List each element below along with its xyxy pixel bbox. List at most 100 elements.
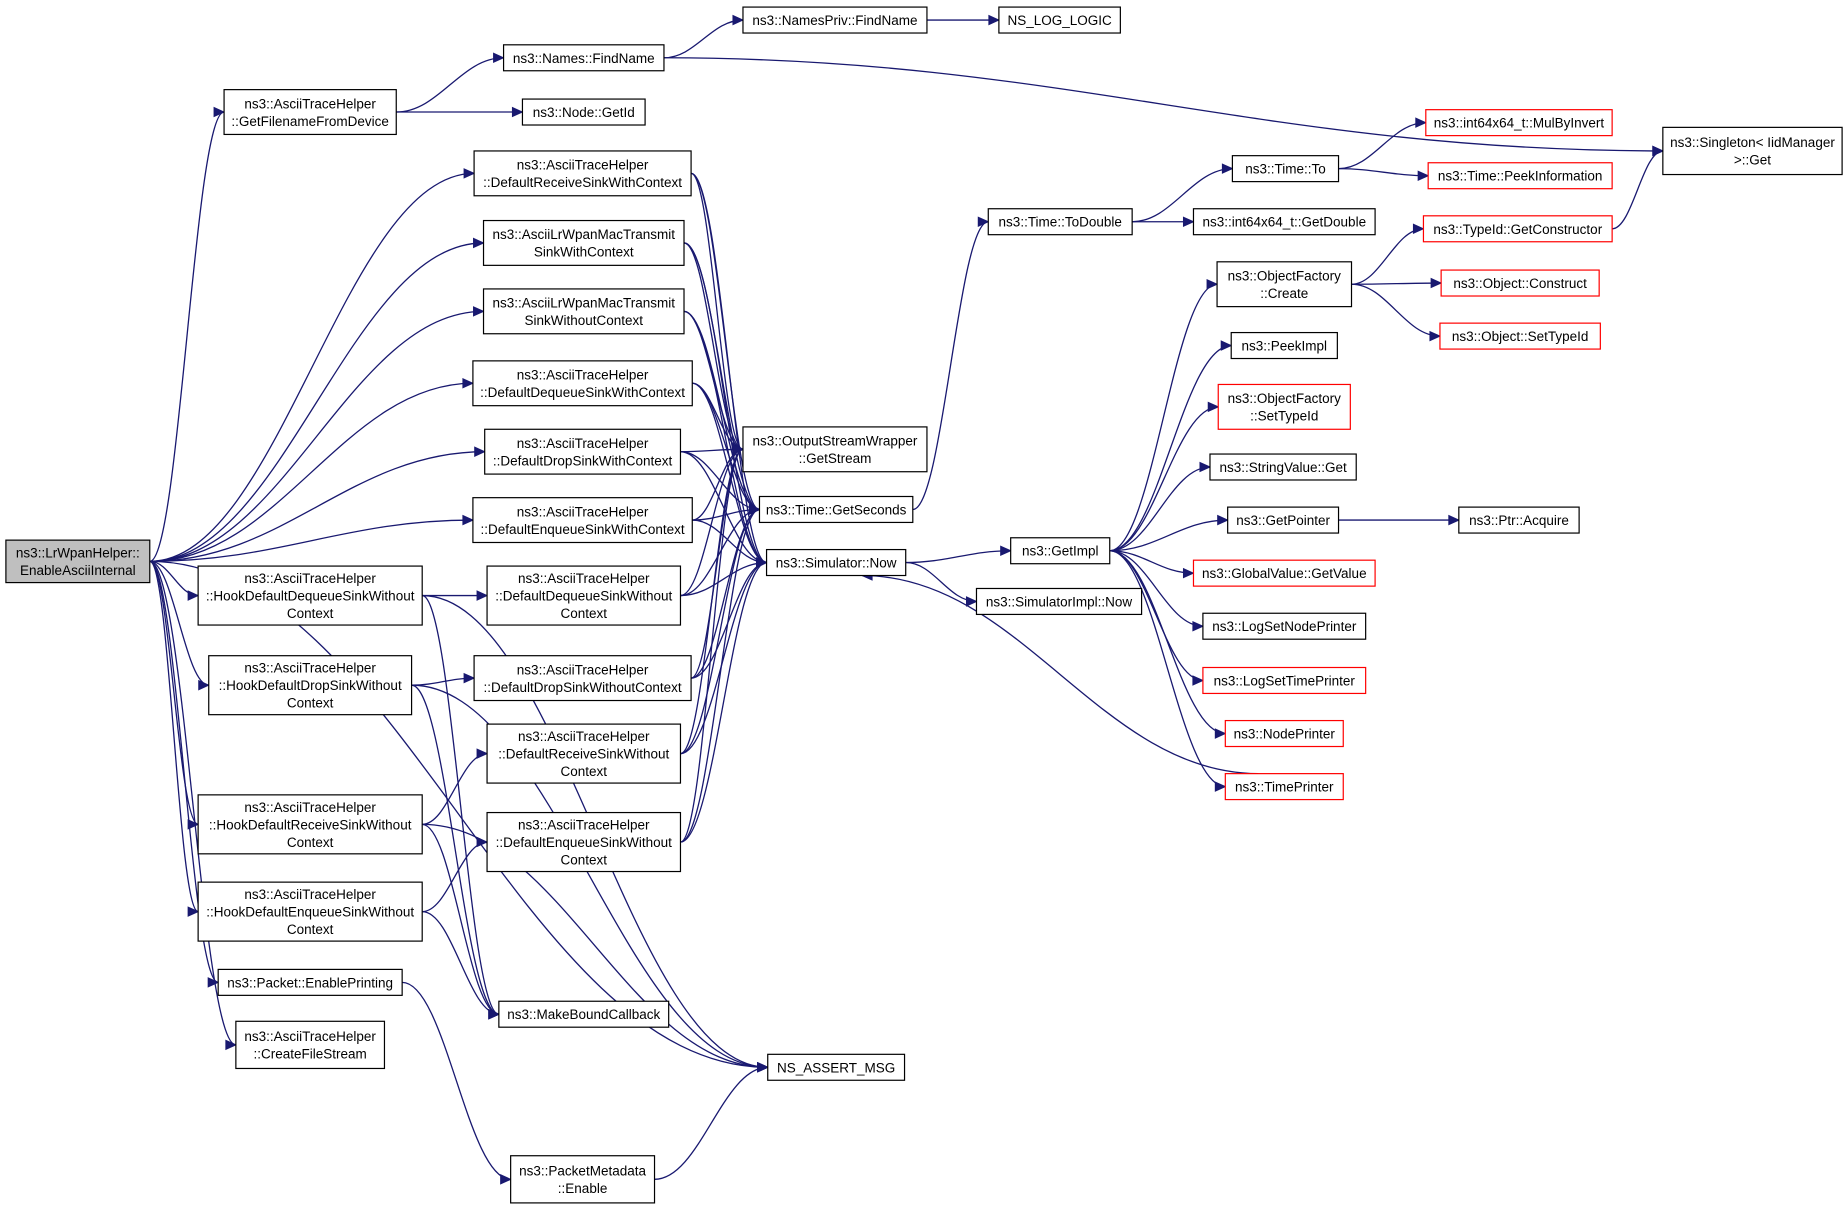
node-box-singletonGet[interactable] [1662,126,1843,176]
function-node-nodeGetId[interactable]: ns3::Node::GetId [521,98,646,126]
node-box-nodeGetId[interactable] [521,98,646,126]
function-node-root[interactable]: ns3::LrWpanHelper::EnableAsciiInternal [5,539,151,584]
node-box-nodePrinter[interactable] [1224,719,1344,748]
node-box-defDropWith[interactable] [484,428,682,475]
node-box-int64GetDouble[interactable] [1192,208,1376,236]
function-node-defEnqueueWith[interactable]: ns3::AsciiTraceHelper::DefaultEnqueueSin… [472,497,693,544]
node-box-defDequeueWithout[interactable] [486,565,682,626]
function-node-getFilename[interactable]: ns3::AsciiTraceHelper::GetFilenameFromDe… [223,89,397,136]
function-node-timeGetSeconds[interactable]: ns3::Time::GetSeconds [758,495,914,524]
function-node-ptrAcquire[interactable]: ns3::Ptr::Acquire [1458,506,1580,534]
node-box-mulByInvert[interactable] [1425,109,1613,137]
node-box-objFactSetTypeId[interactable] [1217,383,1351,430]
node-box-makeBound[interactable] [498,1000,670,1028]
function-node-packetEnable[interactable]: ns3::Packet::EnablePrinting [217,968,403,996]
node-box-lrTransmitWithout[interactable] [482,288,685,335]
node-box-peekImpl[interactable] [1230,331,1338,360]
node-box-namesFindName[interactable] [502,44,665,72]
node-box-defReceiveWithout[interactable] [486,723,682,784]
node-box-hookDrop[interactable] [208,655,413,716]
node-box-globalValueGet[interactable] [1192,559,1376,587]
function-node-nsLogLogic[interactable]: NS_LOG_LOGIC [998,6,1121,34]
function-node-simImplNow[interactable]: ns3::SimulatorImpl::Now [975,587,1143,616]
function-node-hookEnqueue[interactable]: ns3::AsciiTraceHelper::HookDefaultEnqueu… [197,881,423,942]
node-box-createFile[interactable] [235,1020,386,1070]
function-node-defDropWith[interactable]: ns3::AsciiTraceHelper::DefaultDropSinkWi… [484,428,682,475]
function-node-nodePrinter[interactable]: ns3::NodePrinter [1224,719,1344,748]
node-box-timeTo[interactable] [1231,155,1340,183]
function-node-osGetStream[interactable]: ns3::OutputStreamWrapper::GetStream [742,426,928,473]
node-box-hookEnqueue[interactable] [197,881,423,942]
function-node-peekImpl[interactable]: ns3::PeekImpl [1230,331,1338,360]
function-node-objConstruct[interactable]: ns3::Object::Construct [1440,269,1600,297]
function-node-int64GetDouble[interactable]: ns3::int64x64_t::GetDouble [1192,208,1376,236]
node-box-objSetTypeId[interactable] [1439,322,1601,350]
node-box-typeIdGetCtor[interactable] [1422,215,1613,243]
node-box-logSetNode[interactable] [1202,612,1367,640]
function-node-timeTo[interactable]: ns3::Time::To [1231,155,1340,183]
node-box-root[interactable] [5,539,151,584]
node-box-simImplNow[interactable] [975,587,1143,616]
node-box-simNow[interactable] [765,548,907,577]
function-node-hookDequeue[interactable]: ns3::AsciiTraceHelper::HookDefaultDequeu… [197,565,423,626]
node-box-defDequeueWith[interactable] [472,360,693,407]
node-box-osGetStream[interactable] [742,426,928,473]
node-box-nsAssert[interactable] [767,1053,906,1081]
node-box-metadataEnable[interactable] [510,1155,656,1204]
function-node-logSetTime[interactable]: ns3::LogSetTimePrinter [1202,666,1367,695]
function-node-hookReceive[interactable]: ns3::AsciiTraceHelper::HookDefaultReceiv… [197,794,423,855]
node-box-peekInfo[interactable] [1427,162,1613,190]
node-box-timeToDouble[interactable] [987,208,1133,236]
node-box-stringValueGet[interactable] [1209,453,1357,481]
function-node-createFile[interactable]: ns3::AsciiTraceHelper::CreateFileStream [235,1020,386,1070]
function-node-defReceiveWithout[interactable]: ns3::AsciiTraceHelper::DefaultReceiveSin… [486,723,682,784]
function-node-namesPrivFindName[interactable]: ns3::NamesPriv::FindName [742,6,928,34]
function-node-makeBound[interactable]: ns3::MakeBoundCallback [498,1000,670,1028]
node-box-lrTransmitWith[interactable] [482,219,685,266]
function-node-defEnqueueWithout[interactable]: ns3::AsciiTraceHelper::DefaultEnqueueSin… [486,811,682,873]
node-box-ptrAcquire[interactable] [1458,506,1580,534]
function-node-objFactSetTypeId[interactable]: ns3::ObjectFactory::SetTypeId [1217,383,1351,430]
node-box-defEnqueueWithout[interactable] [486,811,682,873]
function-node-defDequeueWithout[interactable]: ns3::AsciiTraceHelper::DefaultDequeueSin… [486,565,682,626]
function-node-defReceiveWith[interactable]: ns3::AsciiTraceHelper::DefaultReceiveSin… [473,150,692,197]
function-node-objFactCreate[interactable]: ns3::ObjectFactory::Create [1216,261,1353,308]
node-box-defReceiveWith[interactable] [473,150,692,197]
node-box-getFilename[interactable] [223,89,397,136]
node-box-packetEnable[interactable] [217,968,403,996]
function-node-mulByInvert[interactable]: ns3::int64x64_t::MulByInvert [1425,109,1613,137]
function-node-nsAssert[interactable]: NS_ASSERT_MSG [767,1053,906,1081]
node-box-hookReceive[interactable] [197,794,423,855]
function-node-hookDrop[interactable]: ns3::AsciiTraceHelper::HookDefaultDropSi… [208,655,413,716]
function-node-singletonGet[interactable]: ns3::Singleton< IidManager>::Get [1662,126,1843,176]
node-box-logSetTime[interactable] [1202,666,1367,695]
function-node-timeToDouble[interactable]: ns3::Time::ToDouble [987,208,1133,236]
node-box-timeGetSeconds[interactable] [758,495,914,524]
node-box-defEnqueueWith[interactable] [472,497,693,544]
function-node-defDropWithout[interactable]: ns3::AsciiTraceHelper::DefaultDropSinkWi… [473,655,692,702]
function-node-peekInfo[interactable]: ns3::Time::PeekInformation [1427,162,1613,190]
function-node-simNow[interactable]: ns3::Simulator::Now [765,548,907,577]
function-node-objSetTypeId[interactable]: ns3::Object::SetTypeId [1439,322,1601,350]
function-node-lrTransmitWith[interactable]: ns3::AsciiLrWpanMacTransmitSinkWithConte… [482,219,685,266]
function-node-typeIdGetCtor[interactable]: ns3::TypeId::GetConstructor [1422,215,1613,243]
function-node-getPointer[interactable]: ns3::GetPointer [1227,506,1340,534]
node-box-timePrinter[interactable] [1224,773,1344,801]
function-node-timePrinter[interactable]: ns3::TimePrinter [1224,773,1344,801]
function-node-lrTransmitWithout[interactable]: ns3::AsciiLrWpanMacTransmitSinkWithoutCo… [482,288,685,335]
node-box-objFactCreate[interactable] [1216,261,1353,308]
node-box-objConstruct[interactable] [1440,269,1600,297]
node-box-defDropWithout[interactable] [473,655,692,702]
function-node-logSetNode[interactable]: ns3::LogSetNodePrinter [1202,612,1367,640]
node-box-nsLogLogic[interactable] [998,6,1121,34]
function-node-globalValueGet[interactable]: ns3::GlobalValue::GetValue [1192,559,1376,587]
function-node-defDequeueWith[interactable]: ns3::AsciiTraceHelper::DefaultDequeueSin… [472,360,693,407]
node-box-hookDequeue[interactable] [197,565,423,626]
function-node-namesFindName[interactable]: ns3::Names::FindName [502,44,665,72]
function-node-stringValueGet[interactable]: ns3::StringValue::Get [1209,453,1357,481]
node-box-namesPrivFindName[interactable] [742,6,928,34]
node-box-getPointer[interactable] [1227,506,1340,534]
node-box-getImpl[interactable] [1010,537,1111,565]
function-node-metadataEnable[interactable]: ns3::PacketMetadata::Enable [510,1155,656,1204]
function-node-getImpl[interactable]: ns3::GetImpl [1010,537,1111,565]
